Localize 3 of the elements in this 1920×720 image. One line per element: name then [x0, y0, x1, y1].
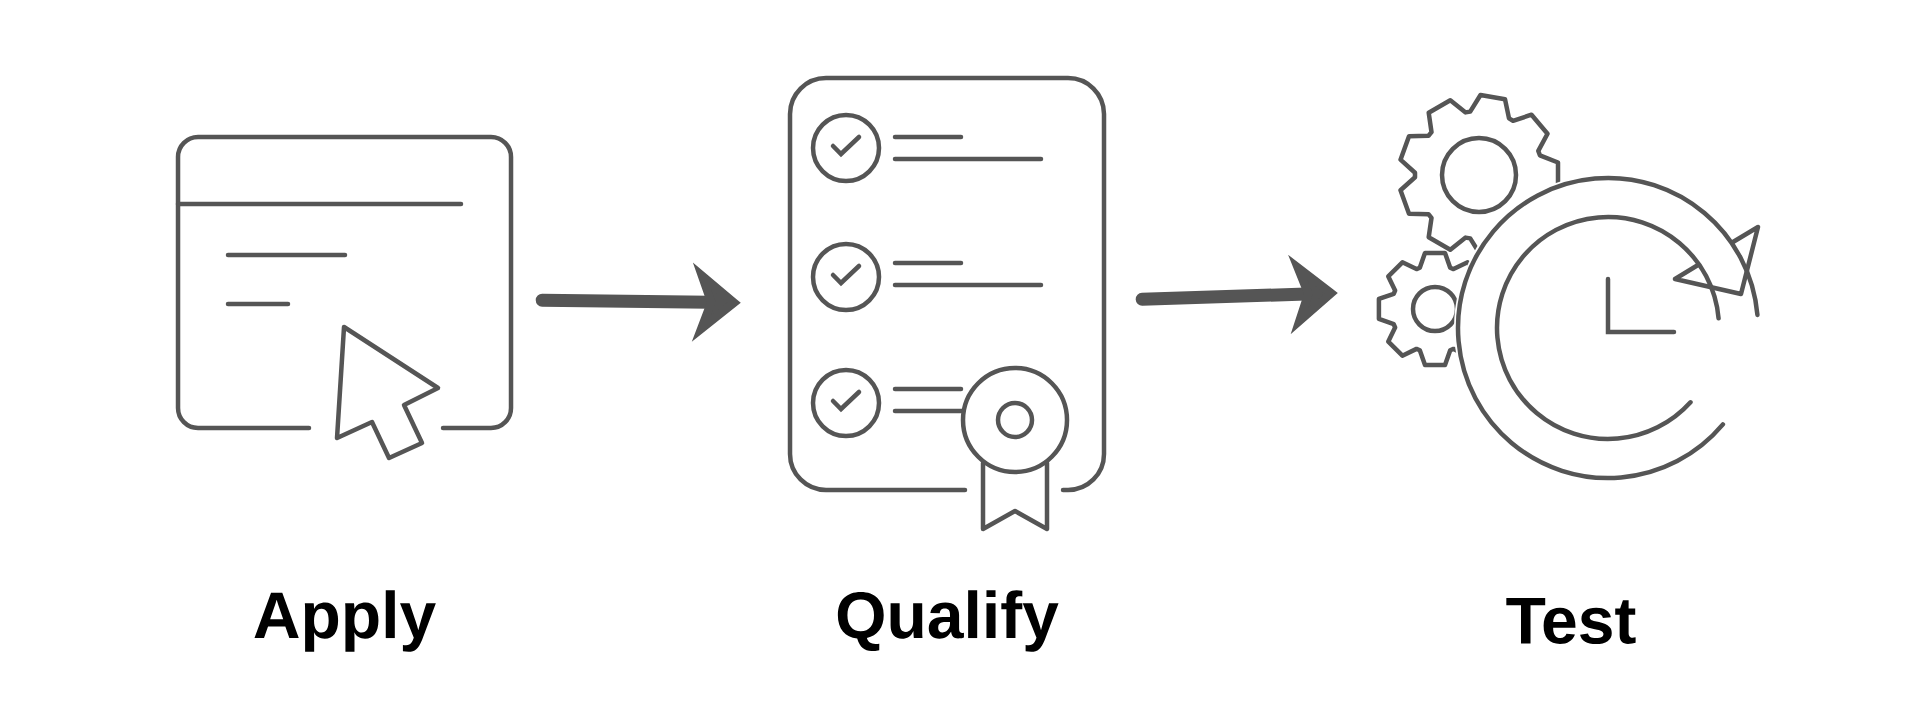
step-label: Test [1506, 597, 1636, 644]
step-label: Apply [254, 590, 436, 652]
step-label: Qualify [837, 590, 1059, 652]
